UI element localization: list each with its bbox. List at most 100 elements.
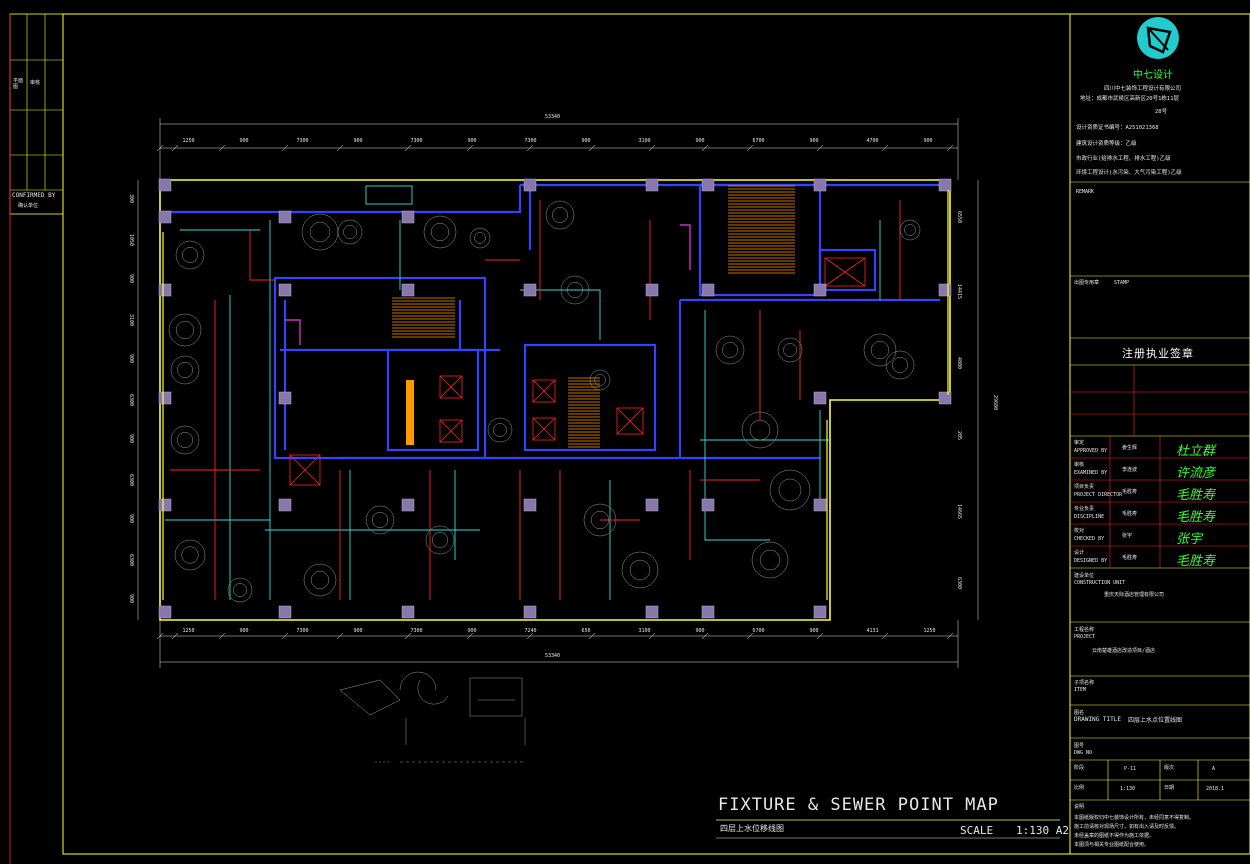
furniture-symbol (343, 225, 357, 239)
signature-en: DISCIPLINE (1074, 514, 1105, 520)
furniture-symbol (590, 510, 610, 530)
furniture-symbol (233, 583, 247, 597)
note-item: 施工前请核对现场尺寸，如有出入请及时反馈。 (1074, 824, 1180, 830)
structural-column (523, 605, 537, 619)
signature-sig: 毛胜寿 (1176, 488, 1216, 503)
drawing-no-label: 图号 (1074, 743, 1085, 749)
dim-segment: 205 (956, 430, 962, 440)
dim-right-total: 29680 (992, 395, 998, 411)
signature-cn: 校对 (1074, 528, 1085, 534)
furniture-symbol (594, 374, 606, 386)
phase-value: P-11 (1124, 766, 1137, 772)
signature-en: EXAMINED BY (1074, 470, 1108, 476)
drawing-title-label: 图名 (1074, 710, 1085, 716)
dim-segment: 900 (353, 138, 363, 144)
structural-column (278, 605, 292, 619)
structural-column (523, 283, 537, 297)
dim-segment: 650 (581, 628, 591, 634)
version-label: 版次 (1164, 765, 1175, 771)
structural-column (813, 391, 827, 405)
dim-segment: 7300 (296, 628, 309, 634)
furniture-symbol (175, 240, 205, 270)
stamp-cn: 出图专用章 (1074, 280, 1100, 286)
dim-segment: 14415 (956, 284, 962, 300)
structural-column (278, 210, 292, 224)
dim-segment: 900 (353, 628, 363, 634)
furniture-symbol (310, 570, 330, 590)
furniture-symbol (560, 275, 590, 305)
company-address: 地址：成都市武侯区高新区20号1栋11层 (1080, 96, 1180, 102)
furniture-symbol (227, 577, 253, 603)
structural-column (645, 283, 659, 297)
furniture-symbol (769, 469, 811, 511)
signature-name: 毛胜寿 (1122, 555, 1138, 561)
furniture-symbol (870, 340, 890, 360)
furniture-symbol (715, 335, 745, 365)
client-name: 重庆天际酒店管理有限公司 (1104, 592, 1165, 598)
structural-column (158, 498, 172, 512)
signature-name: 张宇 (1122, 533, 1133, 539)
note-item: 未经盖章的图纸不得作为施工依据。 (1074, 833, 1155, 839)
structural-column (278, 283, 292, 297)
stamp-label: STAMP (1114, 280, 1130, 286)
dim-segment: 1050 (128, 234, 134, 247)
structural-column (813, 283, 827, 297)
furniture-symbol (493, 423, 507, 437)
structural-column (278, 391, 292, 405)
structural-column (158, 605, 172, 619)
dim-segment: 6300 (128, 474, 134, 487)
dim-segment: 3100 (638, 628, 651, 634)
dim-segment: 900 (128, 594, 134, 604)
structural-column (523, 498, 537, 512)
dim-segment: 3100 (128, 314, 134, 327)
dim-segment: 900 (695, 628, 705, 634)
registration-seal: 注册执业签章 (1122, 347, 1194, 360)
furniture-symbol (469, 227, 491, 249)
cert-line-3: 环境工程设计(水污染、大气污染工程)乙级 (1076, 170, 1182, 176)
furniture-symbol (629, 559, 651, 581)
furniture-symbol (759, 549, 781, 571)
structural-column (938, 178, 952, 192)
version-value: A (1212, 766, 1216, 772)
signature-sig: 许流彦 (1176, 466, 1216, 481)
left-bar-label-mid: 审核 (30, 80, 41, 86)
dim-segment: 900 (809, 138, 819, 144)
furniture-symbol (783, 343, 797, 357)
phase-label: 阶段 (1074, 765, 1085, 771)
project-en: PROJECT (1074, 634, 1096, 640)
structural-column (645, 605, 659, 619)
signature-name: 毛胜寿 (1122, 489, 1138, 495)
furniture-symbol (168, 313, 202, 347)
furniture-symbol (372, 512, 388, 528)
structural-column (523, 178, 537, 192)
furniture-symbol (301, 213, 339, 251)
drawing-sub-title: 四层上水位移线图 (720, 824, 784, 833)
furniture-symbol (182, 247, 198, 263)
note-item: 本图须与相关专业图纸配合使用。 (1074, 842, 1150, 848)
floor-no: 28号 (1155, 109, 1168, 115)
structural-column (158, 210, 172, 224)
structural-column (701, 605, 715, 619)
structural-column (701, 498, 715, 512)
client-en: CONSTRUCTION UNIT (1074, 580, 1126, 586)
furniture-symbol (621, 551, 659, 589)
furniture-symbol (309, 221, 331, 243)
structural-column (158, 391, 172, 405)
signature-cn: 设计 (1074, 550, 1085, 556)
dim-segment: 7300 (296, 138, 309, 144)
dim-segment: 7300 (410, 138, 423, 144)
dim-segment: 6300 (956, 577, 962, 590)
date-label: 日期 (1164, 785, 1175, 791)
furniture-symbol (749, 419, 771, 441)
furniture-symbol (474, 232, 486, 244)
furniture-symbol (181, 546, 199, 564)
client-label: 建设单位 (1074, 573, 1095, 579)
furniture-symbol (423, 215, 457, 249)
remark-label: REMARK (1076, 189, 1095, 195)
license-no: 设计资质证书编号：A251021368 (1076, 125, 1159, 131)
dim-segment: 900 (467, 628, 477, 634)
furniture-symbol (751, 541, 789, 579)
dim-top-total: 53340 (545, 114, 561, 120)
signature-cn: 项目负责 (1074, 484, 1095, 490)
